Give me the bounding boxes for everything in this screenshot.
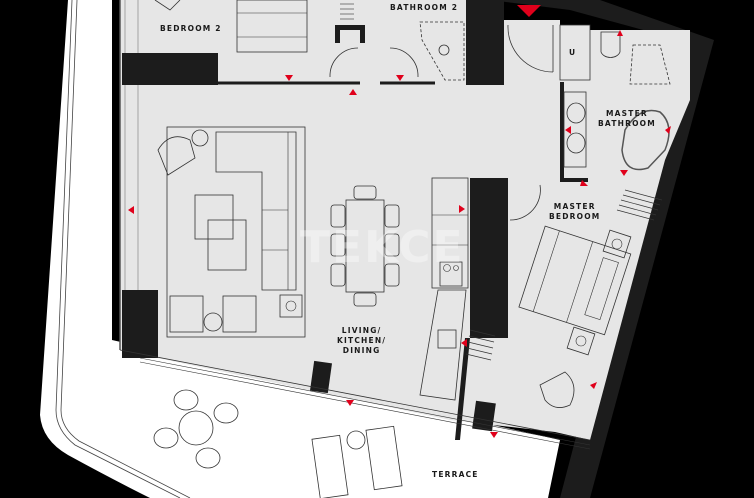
floor-area [120,0,690,440]
room-label-terrace: TERRACE [432,470,479,479]
room-label-master-bedroom: MASTER BEDROOM [549,202,601,221]
terrace-area [40,0,560,498]
room-label-bathroom-2: BATHROOM 2 [390,3,459,12]
room-label-master-bathroom: MASTER BATHROOM [598,109,656,128]
room-label-bedroom-2: BEDROOM 2 [160,24,222,33]
room-label-living-kitchen-dining: LIVING/ KITCHEN/ DINING [337,326,387,355]
watermark: TEKCE [300,222,465,273]
room-label-utility: U [569,48,577,57]
red-markers [128,5,671,438]
